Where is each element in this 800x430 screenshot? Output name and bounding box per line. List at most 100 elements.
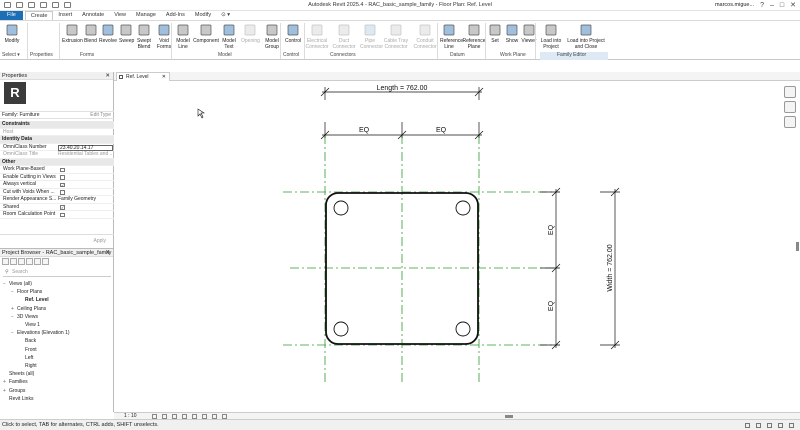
close-icon[interactable]: ✕ (161, 74, 166, 80)
undo-icon[interactable] (28, 2, 35, 8)
crop-view-icon[interactable] (192, 414, 197, 419)
tab-6[interactable]: Add-Ins (165, 12, 185, 18)
elevation-icon[interactable] (34, 258, 41, 265)
property-checkbox[interactable]: ✓ (60, 182, 65, 188)
maximize-button[interactable]: □ (779, 1, 785, 9)
section-icon[interactable] (26, 258, 33, 265)
browser-search-input[interactable]: ⚲ Search (3, 268, 111, 277)
drawing-canvas[interactable]: Length = 762.00 EQ EQ EQ EQ Width = 762.… (114, 81, 800, 411)
tab-1[interactable]: Create (24, 10, 54, 21)
control-button[interactable]: Control (285, 23, 301, 45)
pipe-connector-button[interactable]: Pipe Connector (360, 23, 383, 50)
property-checkbox[interactable] (60, 175, 65, 180)
browser-tree-item[interactable]: −3D Views (11, 314, 38, 321)
family-selector[interactable]: Family: Furniture Edit Type (0, 111, 114, 119)
edit-type-button[interactable]: Edit Type (90, 112, 111, 118)
browser-tree-item[interactable]: Ref. Level (19, 297, 49, 304)
print-icon[interactable] (52, 2, 59, 8)
width-dimension-text[interactable]: Width = 762.00 (607, 244, 614, 291)
close-icon[interactable]: ✕ (105, 73, 110, 79)
minimize-button[interactable]: – (769, 1, 774, 9)
browser-tree-item[interactable]: +Groups (3, 388, 25, 395)
tab-ref-level[interactable]: Ref. Level ✕ (116, 72, 170, 81)
void-forms-button[interactable]: Void Forms (155, 23, 173, 50)
detail-level-icon[interactable] (152, 414, 157, 419)
temporary-hide-icon[interactable] (212, 414, 217, 419)
tree-toggle-icon[interactable]: − (11, 289, 14, 296)
tab-5[interactable]: Manage (136, 12, 156, 18)
browser-tree-item[interactable]: Revit Links (3, 396, 33, 403)
cursor-button[interactable]: Modify (3, 23, 21, 45)
revolve-button[interactable]: Revolve (99, 23, 117, 45)
property-section[interactable]: Identity Data (0, 136, 114, 144)
property-checkbox[interactable] (60, 167, 65, 172)
browser-tree-item[interactable]: Back (19, 338, 36, 345)
tab-7[interactable]: Modify (194, 12, 212, 18)
home-icon[interactable] (2, 258, 9, 265)
select-underlay-icon[interactable] (756, 422, 761, 428)
reveal-hidden-icon[interactable] (222, 414, 227, 419)
link-icon[interactable] (42, 258, 49, 265)
tab-2[interactable]: Insert (58, 12, 73, 18)
tree-toggle-icon[interactable]: − (3, 281, 6, 287)
redo-icon[interactable] (40, 2, 47, 8)
open-icon[interactable] (4, 2, 11, 8)
sun-path-icon[interactable] (172, 414, 177, 419)
eq-label[interactable]: EQ (436, 127, 447, 134)
vertical-scrollbar[interactable] (796, 242, 799, 251)
folder-icon[interactable] (10, 258, 17, 265)
table-leg[interactable] (455, 321, 471, 337)
conduit-connector-button[interactable]: Conduit Connector (412, 23, 438, 50)
apply-button[interactable]: Apply (93, 238, 106, 244)
tree-toggle-icon[interactable]: + (3, 387, 6, 394)
table-leg[interactable] (333, 200, 349, 216)
show-workplane-button[interactable]: Show (505, 23, 519, 45)
model-line-button[interactable]: Model Line (176, 23, 190, 50)
measure-icon[interactable] (64, 2, 71, 8)
browser-tree-item[interactable]: +Ceiling Plans (11, 306, 46, 313)
property-checkbox[interactable] (60, 190, 65, 195)
view-icon[interactable] (18, 258, 25, 265)
browser-tree-item[interactable]: View 1 (19, 322, 40, 329)
browser-tree-item[interactable]: Sheets (all) (3, 371, 34, 378)
help-icon[interactable]: ? (760, 1, 764, 9)
horizontal-scrollbar[interactable] (505, 415, 513, 418)
sweep-button[interactable]: Sweep (119, 23, 134, 45)
select-by-face-icon[interactable] (778, 422, 783, 428)
user-name[interactable]: marcos.migue... (714, 2, 755, 8)
browser-tree-item[interactable]: Left (19, 355, 33, 362)
show-crop-icon[interactable] (202, 414, 207, 419)
extrusion-button[interactable]: Extrusion (62, 23, 83, 45)
browser-tree-item[interactable]: Front (19, 347, 37, 354)
save-icon[interactable] (16, 2, 23, 8)
property-checkbox[interactable]: ✓ (60, 205, 65, 210)
swept-blend-button[interactable]: Swept Blend (135, 23, 153, 50)
close-button[interactable]: ✕ (790, 2, 796, 9)
reference-line-button[interactable]: Reference Line (440, 23, 463, 50)
shadows-icon[interactable] (182, 414, 187, 419)
table-leg[interactable] (455, 200, 471, 216)
opening-button[interactable]: Opening (241, 23, 260, 45)
select-pinned-icon[interactable] (767, 422, 772, 428)
view-cube-icon[interactable] (784, 86, 796, 98)
property-section[interactable]: Constraints (0, 121, 114, 129)
property-value[interactable]: Family Geometry (58, 196, 97, 202)
model-group-button[interactable]: Model Group (262, 23, 282, 50)
electrical-connector-button[interactable]: Electrical Connector (305, 23, 329, 50)
property-value[interactable]: Residential Tables and ... (58, 151, 112, 157)
viewer-button[interactable]: Viewer (520, 23, 538, 45)
model-text-button[interactable]: Model Text (220, 23, 238, 50)
tab-4[interactable]: View (114, 12, 127, 18)
browser-tree-item[interactable]: −Views (all) (3, 281, 32, 288)
zoom-icon[interactable] (784, 116, 796, 128)
tree-toggle-icon[interactable]: + (3, 379, 6, 386)
duct-connector-button[interactable]: Duct Connector (331, 23, 357, 50)
browser-tree-item[interactable]: Right (19, 363, 37, 370)
tree-toggle-icon[interactable]: − (11, 313, 14, 320)
reference-plane-button[interactable]: Reference Plane (462, 23, 486, 50)
filter-icon[interactable] (789, 422, 794, 428)
eq-label[interactable]: EQ (359, 127, 370, 134)
property-section[interactable]: Other (0, 158, 114, 166)
length-dimension-text[interactable]: Length = 762.00 (377, 85, 428, 92)
table-leg[interactable] (333, 321, 349, 337)
